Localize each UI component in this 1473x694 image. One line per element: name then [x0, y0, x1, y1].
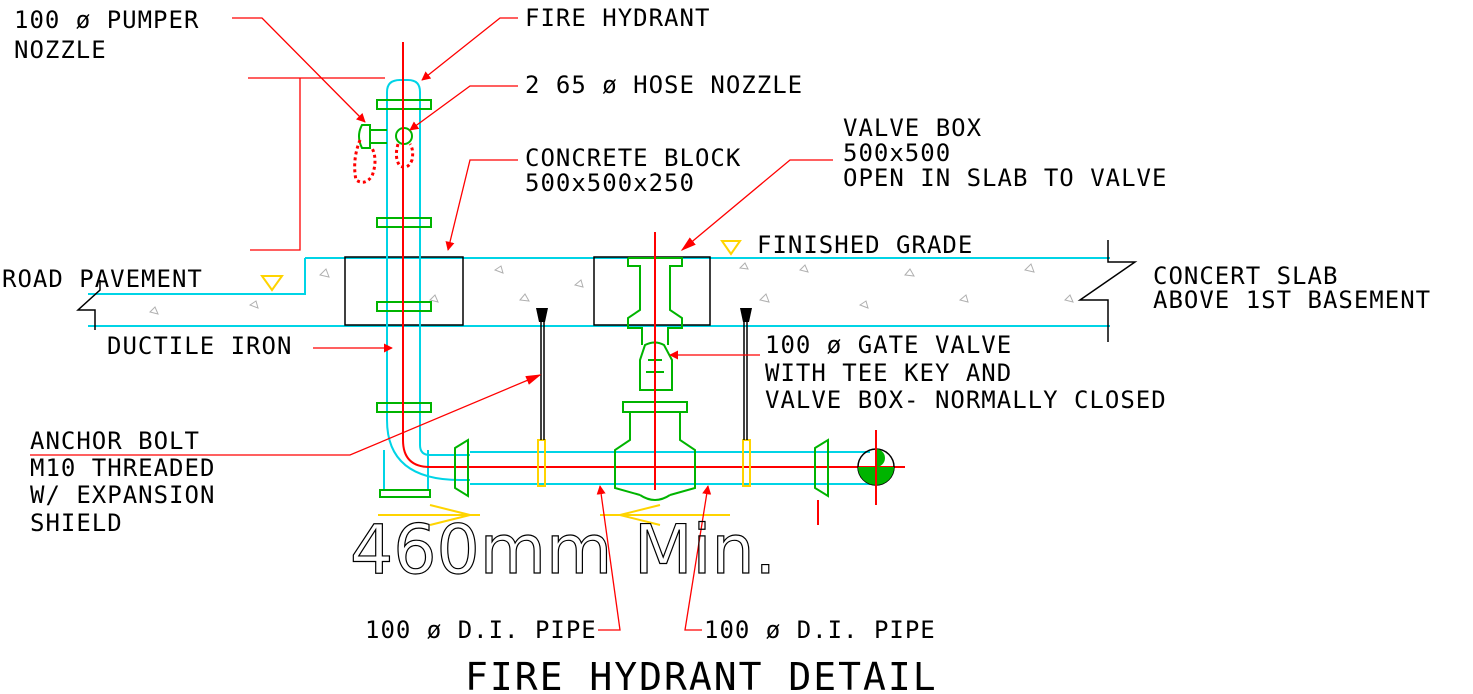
concrete-slab [76, 240, 1138, 342]
label-valve-box-1: VALVE BOX [843, 114, 982, 142]
label-fire-hydrant: FIRE HYDRANT [525, 4, 710, 32]
label-valve-box-2: 500x500 [843, 139, 951, 167]
label-gate-valve-2: WITH TEE KEY AND [765, 359, 1012, 387]
label-road-pavement: ROAD PAVEMENT [2, 265, 203, 293]
label-hose-nozzle: 2 65 ø HOSE NOZZLE [525, 71, 803, 99]
dimension-lines [378, 504, 730, 526]
label-pumper-nozzle-2: NOZZLE [14, 36, 107, 64]
label-concrete-block-2: 500x500x250 [525, 169, 695, 197]
label-anchor-bolt-4: SHIELD [30, 509, 123, 537]
label-di-pipe-right: 100 ø D.I. PIPE [704, 616, 936, 644]
label-pumper-nozzle-1: 100 ø PUMPER [14, 6, 199, 34]
label-gate-valve-1: 100 ø GATE VALVE [765, 331, 1012, 359]
road-grade-marker [260, 275, 284, 292]
label-di-pipe-left: 100 ø D.I. PIPE [365, 616, 597, 644]
label-valve-box-3: OPEN IN SLAB TO VALVE [843, 164, 1167, 192]
label-concrete-slab-1: CONCERT SLAB [1153, 262, 1338, 290]
anchor-bolt-left [536, 308, 548, 440]
concrete-hatch [149, 262, 1074, 315]
label-finished-grade: FINISHED GRADE [757, 231, 973, 259]
label-anchor-bolt-2: M10 THREADED [30, 454, 215, 482]
label-anchor-bolt-3: W/ EXPANSION [30, 481, 215, 509]
label-gate-valve-3: VALVE BOX- NORMALLY CLOSED [765, 386, 1167, 414]
leader-lines [30, 17, 833, 631]
label-anchor-bolt-1: ANCHOR BOLT [30, 427, 200, 455]
label-concrete-block-1: CONCRETE BLOCK [525, 144, 741, 172]
gate-valve [614, 232, 696, 501]
horizontal-pipe [454, 430, 895, 525]
dimension-text: 460mm Min. [350, 511, 776, 590]
label-ductile-iron: DUCTILE IRON [107, 332, 292, 360]
hydrant-riser [353, 42, 905, 498]
concrete-block-right [593, 256, 711, 326]
anchor-bolt-right [740, 308, 752, 440]
finished-grade-marker [720, 240, 742, 256]
drawing-title: FIRE HYDRANT DETAIL [465, 655, 938, 694]
label-concrete-slab-2: ABOVE 1ST BASEMENT [1153, 286, 1431, 314]
